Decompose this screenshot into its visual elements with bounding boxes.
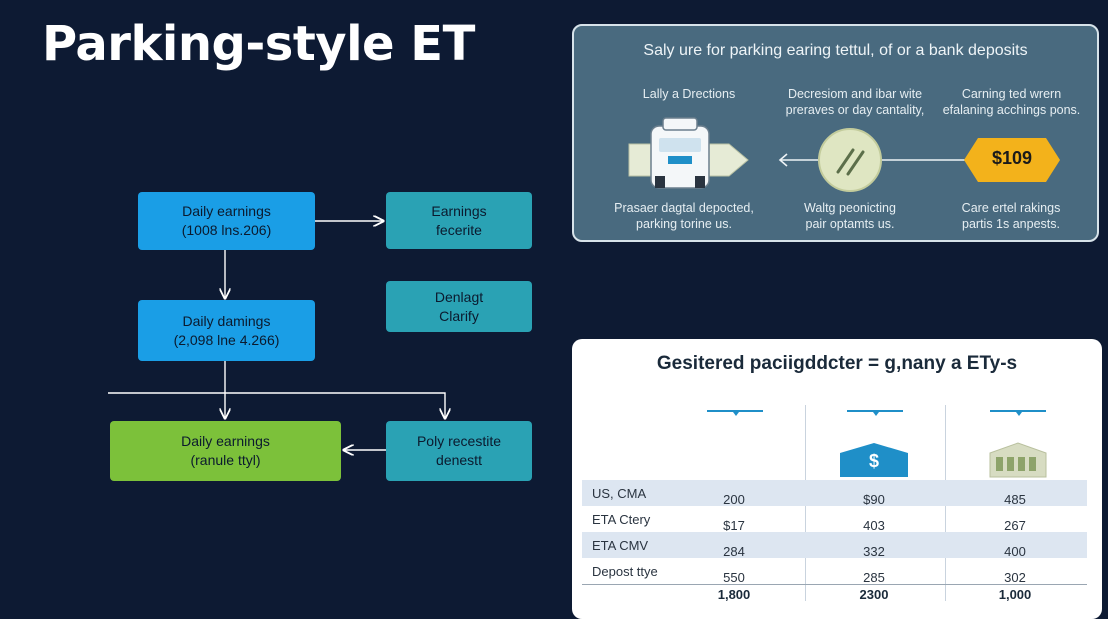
parking-deposit-panel: Saly ure for parking earing tettul, of o… [572, 24, 1099, 242]
row-value: 550 [723, 570, 745, 585]
row-value: 485 [1004, 492, 1026, 507]
row-value: 400 [1004, 544, 1026, 559]
col1-top-text: Lally a Drections [634, 86, 744, 102]
table-row: Depost ttye 550 285 302 [582, 558, 1087, 585]
row-value: 403 [863, 518, 885, 533]
deposit-table-panel: Gesitered paciigddcter = g,nany a ETy-s … [572, 339, 1102, 619]
col2-top-line: preraves or day cantality, [785, 103, 925, 117]
row-label: Depost ttye [592, 564, 658, 579]
row-label: ETA CMV [592, 538, 649, 553]
col2-bottom-line: pair optamts us. [805, 217, 895, 231]
total-value: 2300 [859, 587, 889, 602]
flow-box-line: Daily earnings [182, 203, 271, 219]
row-label: US, CMA [592, 486, 647, 501]
total-value: 1,800 [717, 587, 751, 602]
arrow-line-box6 [108, 392, 445, 418]
table-row: ETA CMV 284 332 400 [582, 532, 1087, 559]
table-title: Gesitered paciigddcter = g,nany a ETy-s [656, 353, 1018, 374]
row-value: 200 [723, 492, 745, 507]
header-marker-tick [873, 412, 879, 416]
col2-top-text: Decresiom and ibar wite preraves or day … [770, 86, 940, 118]
header-marker [990, 410, 1046, 412]
dollar-icon: $ [868, 451, 879, 471]
flow-box-daily-damings: Daily damings (2,098 lne 4.266) [138, 300, 315, 361]
car-icon [628, 117, 749, 189]
flow-box-line: Clarify [439, 307, 479, 324]
col3-top-text: Carning ted wrern efalaning acchings pon… [939, 86, 1084, 118]
col1-top-line: Lally a Drections [642, 87, 736, 101]
row-label: ETA Ctery [592, 512, 651, 527]
row-value: 302 [1004, 570, 1026, 585]
badge-value: $109 [991, 148, 1033, 168]
table-header-icons [840, 442, 1047, 478]
flow-box-poly-recestite: Poly recestite denestt [386, 421, 532, 481]
table-row: ETA Ctery $17 403 267 [582, 506, 1087, 533]
row-value: $17 [723, 518, 745, 533]
flow-box-earnings: Earnings fecerite [386, 192, 532, 249]
panel-graphics [628, 117, 1060, 192]
total-value: 1,000 [998, 587, 1032, 602]
col3-top-line: efalaning acchings pons. [942, 103, 1081, 117]
col3-top-line: Carning ted wrern [961, 87, 1062, 101]
flow-box-denlagt: Denlagt Clarify [386, 281, 532, 332]
col1-bottom-line: Prasaer dagtal depocted, [614, 201, 754, 215]
row-value: 284 [723, 544, 745, 559]
flow-box-line: (2,098 lne 4.266) [173, 331, 280, 348]
flow-box-line: Daily earnings [181, 433, 270, 449]
row-value: 332 [863, 544, 885, 559]
connector-arrows [778, 153, 966, 167]
flow-box-line: denestt [436, 452, 482, 468]
col3-bottom-text: Care ertel rakings partis 1s anpests. [946, 200, 1076, 232]
flow-box-line: Earnings [431, 202, 487, 219]
flow-box-line: Denlagt [434, 288, 484, 305]
panel-title: Saly ure for parking earing tettul, of o… [643, 42, 1028, 59]
header-marker [707, 410, 763, 412]
badge-shape [964, 138, 1060, 182]
flow-connectors [108, 0, 560, 608]
table-row: US, CMA 200 $90 485 [582, 480, 1087, 507]
flow-box-line: fecerite [436, 221, 482, 238]
header-marker [847, 410, 903, 412]
flow-box-line: Poly recestite [416, 433, 502, 449]
col3-bottom-line: Care ertel rakings [961, 201, 1061, 215]
row-value: 285 [863, 570, 885, 585]
header-marker-tick [733, 412, 739, 416]
bank-icon [989, 442, 1047, 478]
page-title: Parking-style ET [42, 16, 475, 72]
col2-top-line: Decresiom and ibar wite [787, 87, 923, 101]
header-marker-tick [1016, 412, 1022, 416]
col1-bottom-line: parking torine us. [636, 217, 732, 231]
flow-box-daily-earnings: Daily earnings (1008 lns.206) [138, 192, 315, 250]
flow-box-line: (1008 lns.206) [181, 222, 272, 238]
row-value: 267 [1004, 518, 1026, 533]
dollar-house-icon [840, 443, 908, 477]
slash-circle-icon [818, 128, 882, 192]
col1-bottom-text: Prasaer dagtal depocted, parking torine … [604, 200, 764, 232]
row-value: $90 [863, 492, 885, 507]
flow-box-daily-earnings-ranule: Daily earnings (ranule ttyl) [110, 421, 341, 481]
col2-bottom-line: Waltg peonicting [804, 201, 896, 215]
flow-box-line: (ranule ttyl) [190, 452, 261, 468]
flow-box-line: Daily damings [182, 312, 271, 329]
col2-bottom-text: Waltg peonicting pair optamts us. [780, 200, 920, 232]
col3-bottom-line: partis 1s anpests. [962, 217, 1060, 231]
